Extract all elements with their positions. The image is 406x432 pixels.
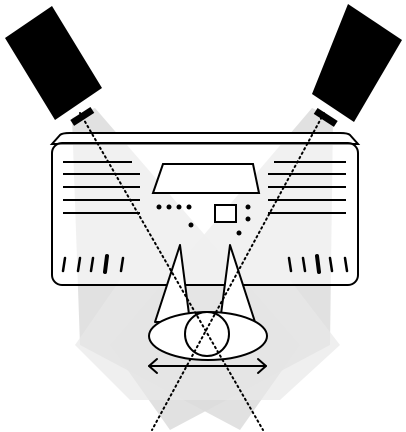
left-speaker-axis [79, 112, 264, 431]
right-speaker-axis [151, 112, 325, 431]
mixing-console-icon [49, 132, 361, 286]
center-square-button [214, 204, 237, 223]
speaker-axis-lines [79, 112, 325, 431]
bottom-right-ticks [287, 254, 349, 274]
left-fader-lines [63, 161, 140, 214]
bottom-left-ticks [61, 254, 125, 274]
center-display [151, 163, 261, 194]
led-dots-right [236, 204, 251, 236]
console-body [51, 142, 359, 286]
speaker-left-icon [5, 6, 102, 126]
led-dots-left [156, 204, 194, 228]
speaker-right-icon [312, 4, 402, 127]
console-top-lip [49, 132, 361, 145]
right-fader-lines [268, 161, 346, 214]
double-headed-arrow-icon [148, 358, 267, 374]
